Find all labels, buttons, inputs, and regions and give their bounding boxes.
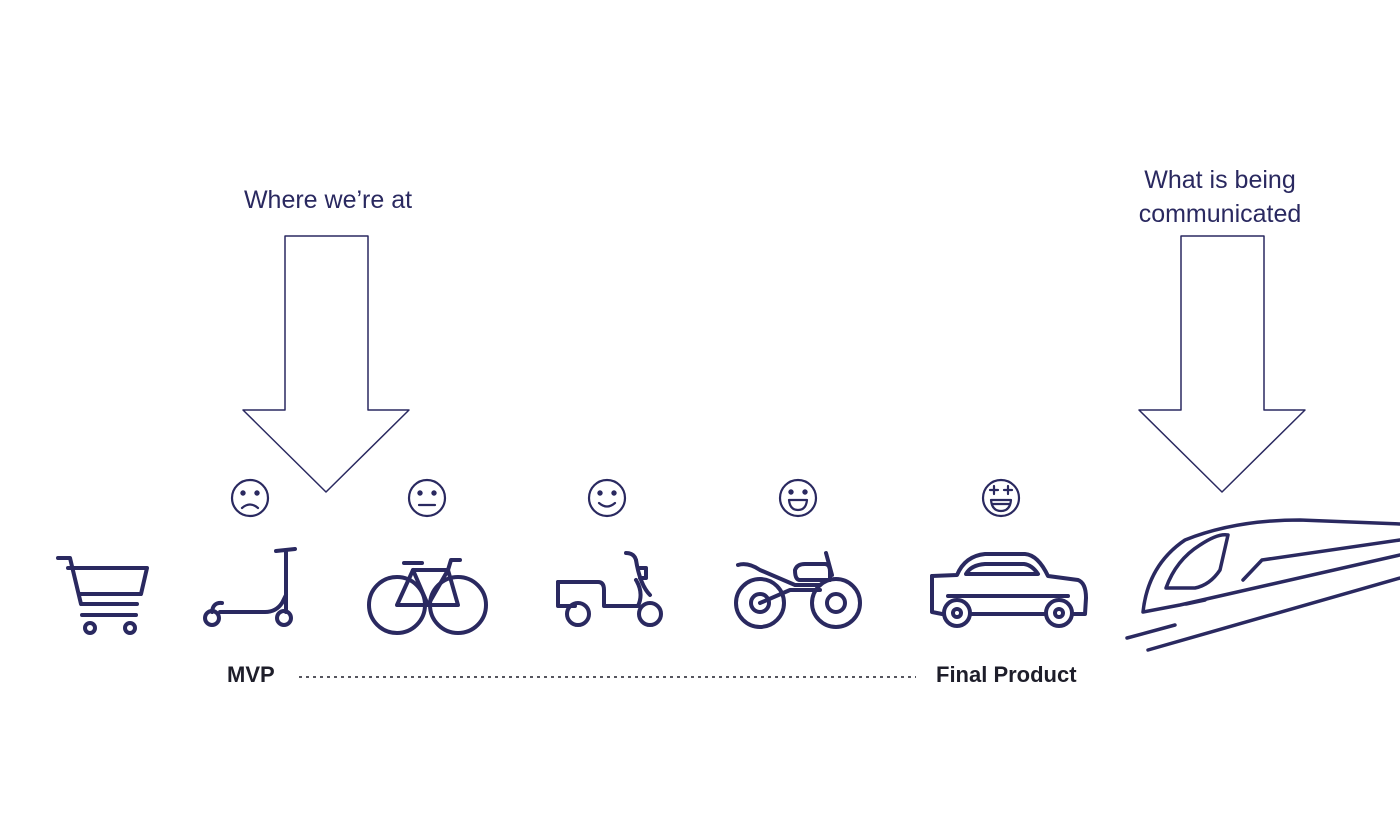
- bicycle-icon: [367, 558, 488, 635]
- neutral-face-icon: [407, 478, 447, 518]
- slight-smile-face-icon: [587, 478, 627, 518]
- star-struck-face-icon: [981, 478, 1021, 518]
- motor-scooter-icon: [556, 551, 663, 627]
- motorcycle-icon: [734, 551, 862, 629]
- final-product-label: Final Product: [936, 662, 1077, 687]
- grin-face-icon: [778, 478, 818, 518]
- shopping-cart-icon: [56, 556, 149, 635]
- where-we-are-label: Where we’re at: [243, 186, 413, 214]
- sad-face-icon: [230, 478, 270, 518]
- communicated-label: What is being communicated: [1138, 166, 1302, 228]
- mvp-label: MVP: [227, 662, 275, 687]
- arrow-communicated: [1138, 235, 1306, 493]
- car-icon: [930, 552, 1088, 628]
- arrow-where-we-are: [242, 235, 410, 493]
- bullet-train-icon: [1125, 518, 1400, 652]
- kick-scooter-icon: [203, 547, 297, 627]
